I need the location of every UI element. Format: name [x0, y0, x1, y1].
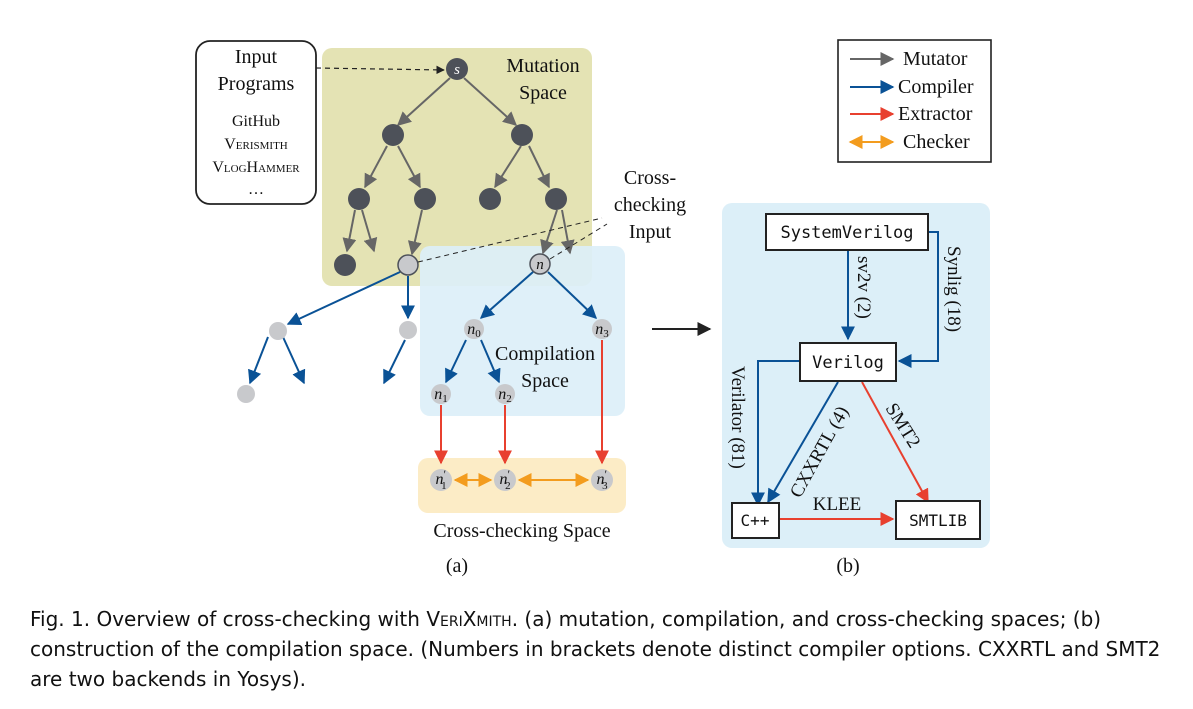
node [479, 188, 501, 210]
node-n [529, 253, 551, 275]
verilog-label: Verilog [812, 353, 884, 373]
cross-input-leader-1 [417, 217, 603, 263]
node-n0 [464, 319, 484, 339]
node-n3-label: n3 [595, 321, 609, 340]
caption-tool-name: VeriXmith [426, 607, 512, 631]
node-n3 [592, 319, 612, 339]
node-seed [446, 58, 468, 80]
panel-b: SystemVerilog Verilog C++ SMTLIB sv2v (2… [722, 203, 990, 577]
cross-checking-input-3: Input [629, 221, 672, 243]
node-n2-label: n2 [498, 386, 512, 405]
input-programs-title-2: Programs [218, 73, 295, 95]
figure-caption: Fig. 1. Overview of cross-checking with … [30, 604, 1170, 694]
klee-label: KLEE [813, 494, 862, 515]
node [382, 124, 404, 146]
node-cross-input-left [397, 254, 419, 276]
node-n1-prime-label: n′1 [435, 467, 446, 492]
mutation-space-label-1: Mutation [506, 55, 579, 77]
source-more: … [248, 181, 264, 198]
compilation-space-label-1: Compilation [495, 343, 595, 365]
synlig-label: Synlig (18) [943, 246, 964, 332]
mutation-space-region [322, 48, 592, 286]
node-n2-prime-label: n′2 [499, 467, 510, 492]
compiled-node [237, 385, 255, 403]
caption-prefix: Fig. 1. Overview of cross-checking with [30, 607, 427, 631]
node [334, 254, 356, 276]
systemverilog-box [765, 213, 929, 251]
compiled-node [399, 321, 417, 339]
panel-b-extractor-edges [780, 381, 929, 526]
smt2-edge [861, 381, 929, 504]
node-n3-prime-label: n′3 [596, 467, 608, 492]
node-n0-label: n0 [467, 321, 481, 340]
panel-a-label: (a) [446, 555, 468, 577]
sv2v-label: sv2v (2) [853, 256, 874, 319]
input-to-seed-arrow [315, 65, 445, 75]
legend-checker-label: Checker [903, 131, 970, 153]
smtlib-label: SMTLIB [909, 511, 967, 530]
compiled-node [269, 322, 287, 340]
input-programs-title-1: Input [235, 46, 278, 68]
systemverilog-label: SystemVerilog [780, 223, 913, 243]
source-github: GitHub [232, 113, 280, 130]
node [348, 188, 370, 210]
mutator-edges [342, 77, 575, 256]
compiler-edges [248, 271, 598, 385]
cross-checking-input-2: checking [614, 194, 686, 216]
mutation-space-label-2: Space [519, 82, 567, 104]
legend-extractor-label: Extractor [898, 103, 973, 125]
node-n-label: n [536, 257, 544, 273]
synlig-edge [897, 231, 939, 368]
panel-a: Input Programs GitHub Verismith VlogHamm… [195, 40, 686, 577]
verilator-label: Verilator (81) [727, 366, 748, 469]
cpp-label: C++ [741, 511, 770, 530]
panel-b-label: (b) [836, 555, 859, 577]
smtlib-box [895, 500, 981, 540]
verilator-edge [751, 360, 800, 507]
source-vloghammer: VlogHammer [212, 159, 300, 176]
node [511, 124, 533, 146]
input-programs-box [195, 40, 317, 205]
panel-b-compiler-edges [751, 231, 939, 507]
node-n1 [431, 384, 451, 404]
cross-checking-input-1: Cross- [624, 167, 676, 189]
extractor-edges [434, 340, 609, 465]
legend-compiler-label: Compiler [898, 76, 974, 98]
caption-text: . (a) mutation, compilation, and cross-c… [30, 607, 1161, 691]
cpp-box [731, 502, 780, 539]
seed-label: s [454, 62, 460, 78]
source-verismith: Verismith [224, 136, 288, 153]
cross-checking-space-label: Cross-checking Space [433, 520, 610, 542]
node-n2-prime [494, 469, 516, 491]
node [414, 188, 436, 210]
cxxrtl-edge [767, 381, 839, 504]
legend-mutator-label: Mutator [903, 48, 968, 70]
node-n1-label: n1 [434, 386, 448, 405]
compilation-space-label-2: Space [521, 370, 569, 392]
verilog-box [799, 342, 897, 382]
node-n2 [495, 384, 515, 404]
compilation-space-region [420, 246, 625, 416]
node-n3-prime [591, 469, 613, 491]
mutation-nodes [334, 58, 567, 276]
legend: Mutator Compiler Extractor Checker [837, 39, 992, 163]
node-n1-prime [430, 469, 452, 491]
node [545, 188, 567, 210]
cross-input-leader-2 [549, 223, 608, 260]
